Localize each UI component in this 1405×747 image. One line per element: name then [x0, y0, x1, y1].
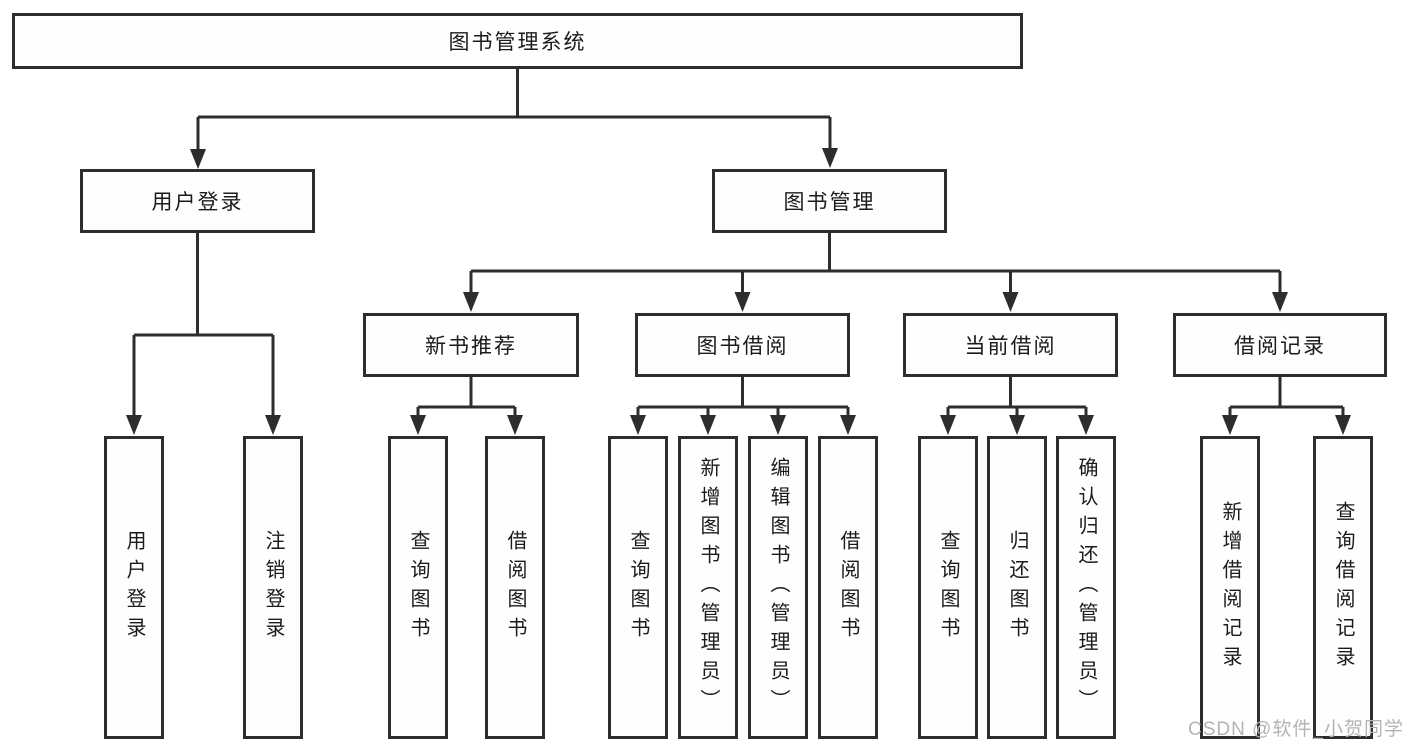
node-new-book-recommendation-label: 新书推荐 — [425, 335, 517, 358]
node-book-management-label: 图书管理 — [783, 191, 876, 214]
leaf-query-books-borrow: 查询图书 — [608, 436, 668, 739]
leaf-user-login: 用户登录 — [104, 436, 164, 739]
edges-root-to-level2 — [196, 68, 832, 151]
leaf-edit-books-admin-label: 编辑图书（管理员） — [767, 457, 789, 718]
node-library-management-system-label: 图书管理系统 — [448, 31, 587, 54]
node-user-login: 用户登录 — [80, 169, 315, 233]
node-current-borrowing: 当前借阅 — [903, 313, 1118, 377]
leaf-add-books-admin-label: 新增图书（管理员） — [697, 457, 719, 718]
leaf-borrow-books-recommend: 借阅图书 — [485, 436, 545, 739]
leaf-query-books-current: 查询图书 — [918, 436, 978, 739]
node-book-borrowing: 图书借阅 — [635, 313, 850, 377]
node-library-management-system: 图书管理系统 — [12, 13, 1023, 69]
leaf-borrow-books-label: 借阅图书 — [837, 529, 859, 646]
leaf-add-books-admin: 新增图书（管理员） — [678, 436, 738, 739]
edges-borrowing-records-to-leaves — [1228, 377, 1345, 418]
leaf-query-books-current-label: 查询图书 — [937, 529, 959, 646]
edges-user-login-to-leaves — [132, 233, 275, 418]
leaf-return-books-label: 归还图书 — [1006, 529, 1028, 646]
node-book-management: 图书管理 — [712, 169, 947, 233]
node-book-borrowing-label: 图书借阅 — [696, 335, 789, 358]
node-borrowing-records-label: 借阅记录 — [1234, 335, 1326, 358]
edges-book-borrowing-to-leaves — [636, 377, 850, 418]
leaf-logout-login-label: 注销登录 — [262, 529, 284, 646]
csdn-watermark: CSDN @软件_小贺同学 — [1188, 719, 1404, 740]
leaf-query-books-recommend: 查询图书 — [388, 436, 448, 739]
leaf-borrow-books-recommend-label: 借阅图书 — [504, 529, 526, 646]
edges-book-management-to-level3 — [469, 233, 1282, 294]
edges-current-borrowing-to-leaves — [946, 377, 1088, 418]
leaf-add-borrow-record-label: 新增借阅记录 — [1219, 500, 1241, 675]
leaf-query-borrow-record-label: 查询借阅记录 — [1332, 500, 1354, 675]
leaf-query-books-borrow-label: 查询图书 — [627, 529, 649, 646]
leaf-logout-login: 注销登录 — [243, 436, 303, 739]
node-new-book-recommendation: 新书推荐 — [363, 313, 579, 377]
edges-new-book-recommendation-to-leaves — [416, 377, 517, 418]
leaf-borrow-books: 借阅图书 — [818, 436, 878, 739]
leaf-query-borrow-record: 查询借阅记录 — [1313, 436, 1373, 739]
leaf-confirm-return-admin: 确认归还（管理员） — [1056, 436, 1116, 739]
node-user-login-label: 用户登录 — [151, 191, 244, 214]
node-current-borrowing-label: 当前借阅 — [964, 335, 1057, 358]
leaf-edit-books-admin: 编辑图书（管理员） — [748, 436, 808, 739]
leaf-user-login-label: 用户登录 — [123, 529, 145, 646]
node-borrowing-records: 借阅记录 — [1173, 313, 1387, 377]
leaf-return-books: 归还图书 — [987, 436, 1047, 739]
leaf-add-borrow-record: 新增借阅记录 — [1200, 436, 1260, 739]
leaf-query-books-recommend-label: 查询图书 — [407, 529, 429, 646]
leaf-confirm-return-admin-label: 确认归还（管理员） — [1075, 457, 1097, 718]
